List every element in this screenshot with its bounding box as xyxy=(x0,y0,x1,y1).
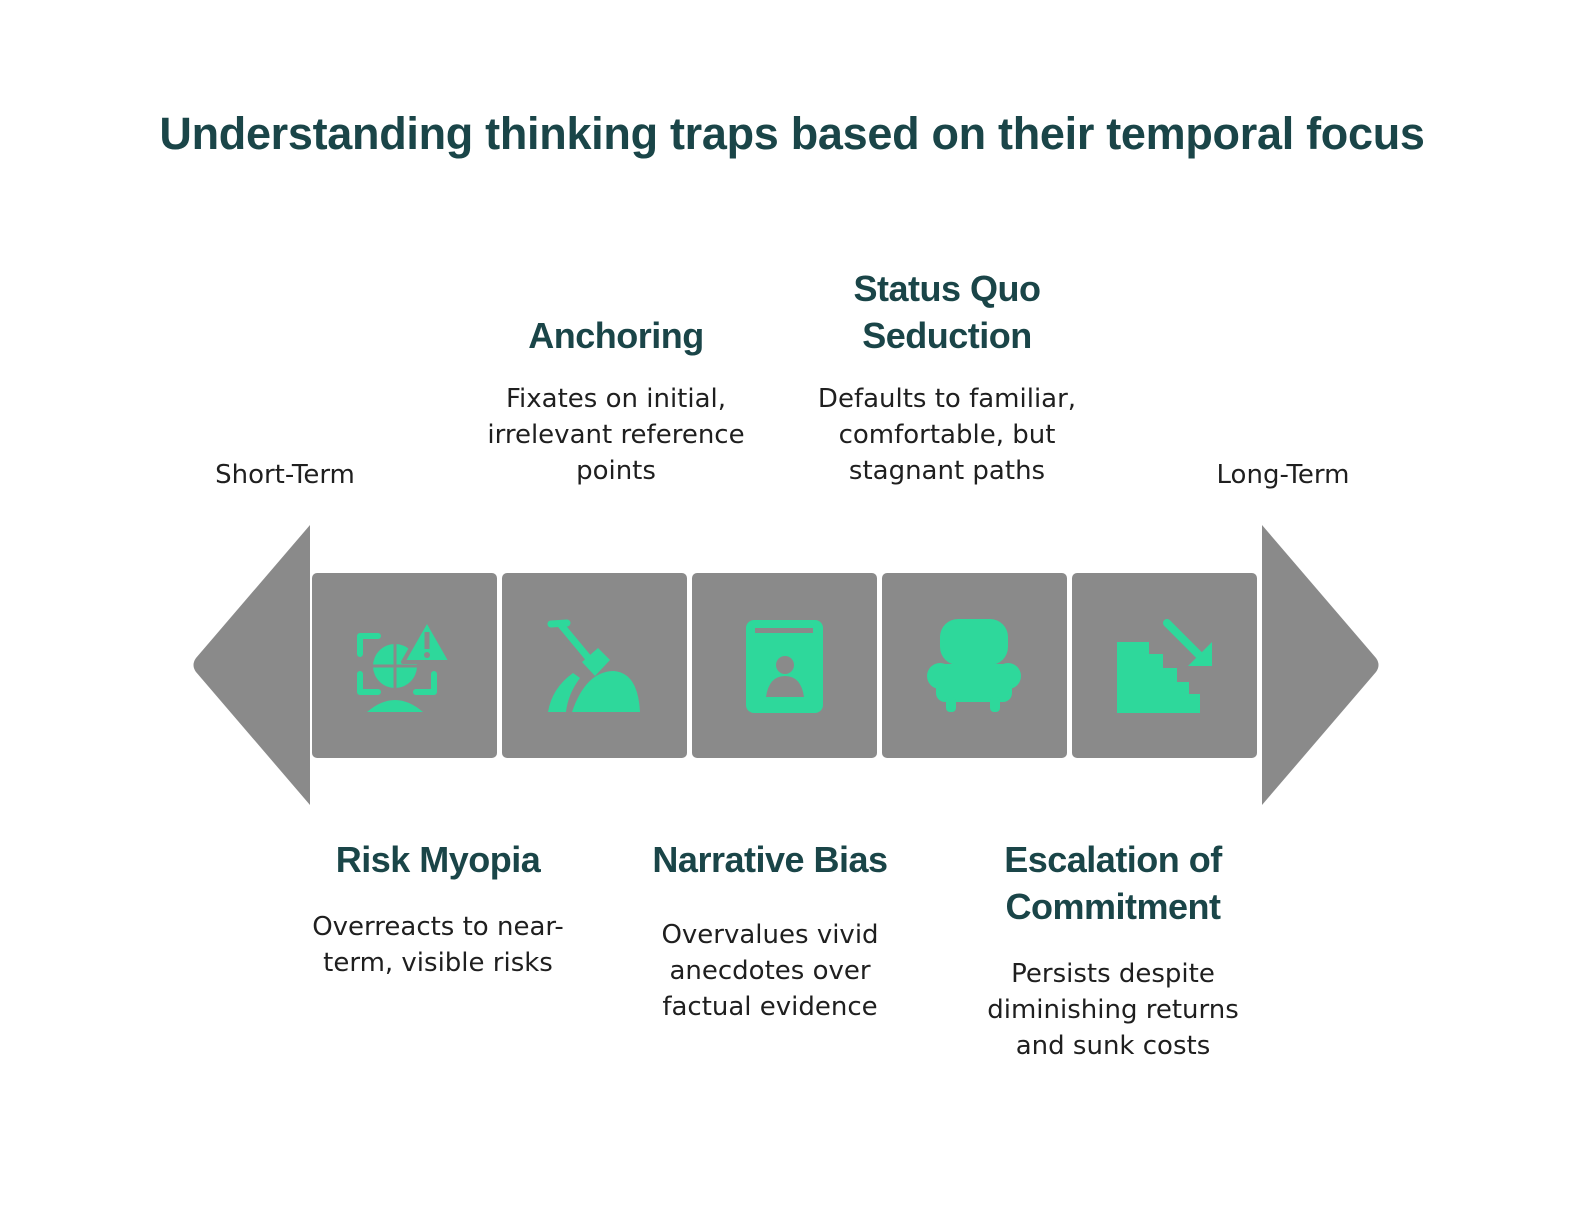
trap-title: Anchoring xyxy=(528,315,704,356)
trap-title: Risk Myopia xyxy=(335,839,541,880)
stairs-down-arrow-icon xyxy=(1117,619,1212,713)
long-term-label: Long-Term xyxy=(1216,460,1350,490)
shovel-icon xyxy=(547,619,640,712)
trap-title: Escalation of Commitment xyxy=(1004,839,1222,927)
trap-escalation-of-commitment: Escalation of Commitment Persists despit… xyxy=(963,836,1263,1064)
trap-anchoring: Anchoring Fixates on initial, irrelevant… xyxy=(466,312,766,489)
trap-description: Overvalues vivid anecdotes over factual … xyxy=(661,920,879,1022)
risk-myopia-icon xyxy=(357,618,453,712)
segment-escalation-of-commitment xyxy=(1072,573,1257,758)
short-term-label: Short-Term xyxy=(215,460,355,490)
trap-status-quo-seduction: Status Quo Seduction Defaults to familia… xyxy=(797,265,1097,489)
trap-description: Defaults to familiar, comfortable, but s… xyxy=(817,384,1077,486)
armchair-icon xyxy=(927,619,1021,712)
trap-title: Status Quo Seduction xyxy=(853,268,1041,356)
diagram-title: Understanding thinking traps based on th… xyxy=(159,108,1425,159)
right-arrowhead xyxy=(1262,525,1379,805)
trap-description: Fixates on initial, irrelevant reference… xyxy=(487,384,745,486)
trap-narrative-bias: Narrative Bias Overvalues vivid anecdote… xyxy=(620,836,920,1025)
trap-description: Persists despite diminishing returns and… xyxy=(987,959,1239,1061)
left-arrowhead xyxy=(193,525,310,805)
trap-title: Narrative Bias xyxy=(652,839,888,880)
trap-description: Overreacts to near- term, visible risks xyxy=(312,912,564,978)
contact-book-icon xyxy=(746,620,823,713)
trap-risk-myopia: Risk Myopia Overreacts to near- term, vi… xyxy=(288,836,588,981)
